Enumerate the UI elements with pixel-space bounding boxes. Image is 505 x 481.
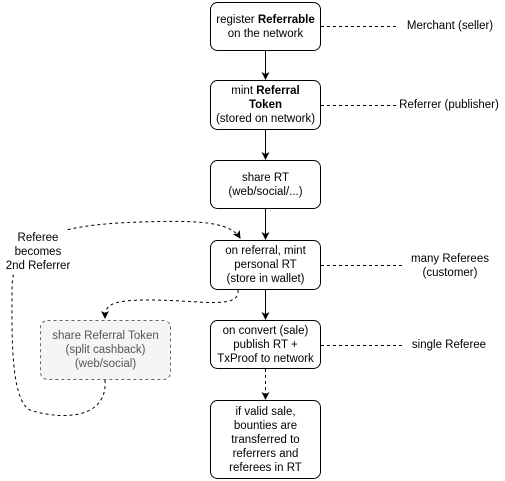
- step-text-on-referral: on referral, mint personal RT (store in wa…: [211, 241, 320, 289]
- side-box-share-token: [40, 320, 171, 380]
- box-text-line: (web/social/...): [228, 185, 302, 199]
- box-text-line: share RT: [228, 171, 302, 185]
- box-text-line: bounties are: [229, 419, 302, 433]
- box-text-line: personal RT: [225, 258, 306, 272]
- text-run: on the network: [227, 27, 304, 40]
- box-text-line: register Referrable: [216, 13, 314, 27]
- box-text-line: (split cashback): [52, 343, 159, 357]
- box-text-lines: share Referral Token (split cashback) (web…: [52, 329, 159, 371]
- box-text-line: on convert (sale): [217, 324, 314, 338]
- bold-text-run: Referral: [256, 85, 300, 97]
- text-run: register: [216, 13, 258, 26]
- text-run: publish RT +: [233, 338, 298, 351]
- box-text-line: referrers and: [229, 447, 302, 461]
- box-text-lines: share RT(web/social/...): [228, 171, 302, 199]
- role-label-referrer: Referrer (publisher): [399, 99, 499, 111]
- box-text-line: mint Referral: [216, 84, 315, 98]
- text-run: (split cashback): [65, 344, 146, 356]
- text-run: bounties are: [233, 419, 298, 432]
- role-label-merchant: Merchant (seller): [406, 20, 494, 32]
- step-text-on-convert: on convert (sale)publish RT +TxProof to …: [211, 321, 320, 368]
- step-box-on-referral: [210, 240, 321, 290]
- text-run: share Referral Token: [52, 330, 159, 342]
- side-box-text: share Referral Token (split cashback) (web…: [41, 321, 170, 379]
- step-box-register: [210, 2, 321, 51]
- box-text-line: publish RT +: [217, 338, 314, 352]
- text-run: if valid sale,: [235, 405, 296, 418]
- box-text-lines: on convert (sale)publish RT +TxProof to …: [217, 324, 314, 366]
- box-text-line: (web/social): [52, 357, 159, 371]
- text-run: on referral, mint: [225, 245, 306, 257]
- text-run: mint: [231, 85, 257, 97]
- text-run: (store in wallet): [226, 273, 305, 285]
- bold-text-run: Token: [248, 99, 282, 111]
- text-run: (stored on network): [215, 113, 316, 125]
- box-text-line: referees in RT: [229, 461, 302, 475]
- box-text-line: transferred to: [229, 433, 302, 447]
- text-run: referrers and: [232, 447, 299, 460]
- loop-label: Referee becomes 2nd Referrer: [0, 230, 76, 274]
- text-run: TxProof to network: [217, 352, 314, 365]
- role-label-many-referees: many Referees (customer): [411, 253, 489, 279]
- box-text-line: (store in wallet): [225, 272, 306, 286]
- text-run: (web/social): [74, 358, 137, 370]
- step-text-share: share RT(web/social/...): [211, 161, 320, 208]
- box-text-line: if valid sale,: [229, 405, 302, 419]
- step-box-mint: [210, 80, 321, 130]
- box-text-line: share Referral Token: [52, 329, 159, 343]
- text-run: referees in RT: [229, 461, 302, 474]
- arrow-loop-back-to-referral: [11, 220, 241, 416]
- role-label-single-referee: single Referee: [411, 339, 487, 351]
- text-run: share RT: [241, 171, 290, 184]
- step-box-share: [210, 160, 321, 209]
- arrow-referral-to-side-box: [101, 289, 239, 319]
- step-box-on-convert: [210, 320, 321, 369]
- step-box-valid-sale: [210, 400, 321, 479]
- bold-text-run: Referrable: [257, 13, 315, 26]
- box-text-line: TxProof to network: [217, 352, 314, 366]
- box-text-line: Token: [216, 98, 315, 112]
- text-run: transferred to: [231, 433, 300, 446]
- text-run: (web/social/...): [228, 185, 303, 198]
- box-text-line: on the network: [216, 27, 314, 41]
- box-text-line: (stored on network): [216, 112, 315, 126]
- box-text-line: on referral, mint: [225, 244, 306, 258]
- text-run: on convert (sale): [222, 324, 309, 337]
- text-run: personal RT: [234, 259, 297, 271]
- box-text-lines: on referral, mint personal RT (store in wa…: [225, 244, 306, 286]
